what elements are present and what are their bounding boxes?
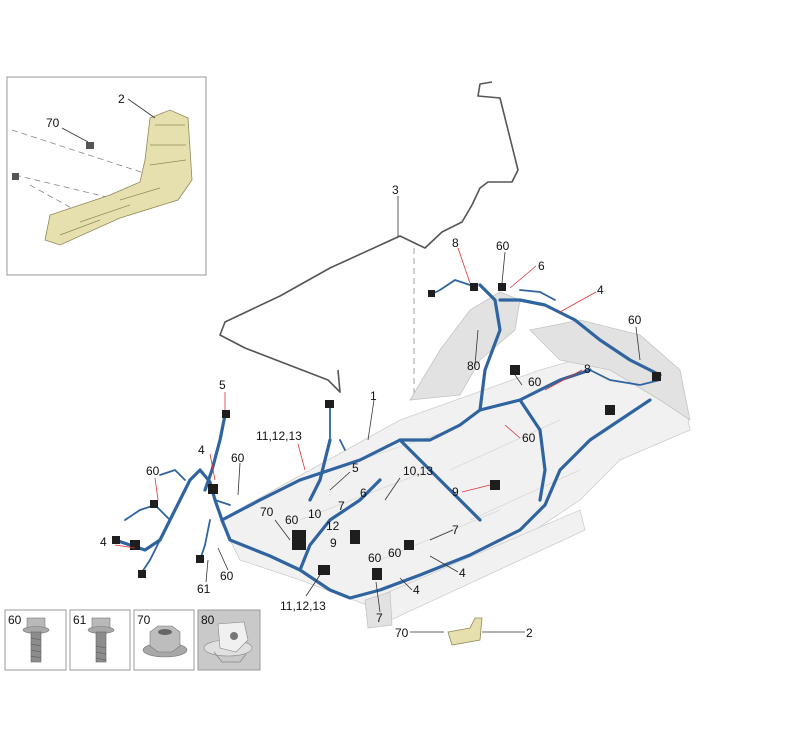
legend-item-61: 61 bbox=[69, 609, 131, 671]
callout-8: 8 bbox=[452, 236, 459, 250]
callout-60: 60 bbox=[388, 546, 402, 560]
callout-60: 60 bbox=[285, 513, 299, 527]
leader-lines bbox=[114, 247, 641, 633]
callout-6: 6 bbox=[538, 259, 545, 273]
callout-4: 4 bbox=[198, 443, 205, 457]
callout-60: 60 bbox=[528, 375, 542, 389]
callout-1: 1 bbox=[370, 389, 377, 403]
inset-panel: 70 2 bbox=[6, 76, 207, 276]
callout-8: 8 bbox=[584, 362, 591, 376]
nut-icon bbox=[142, 625, 188, 658]
callout-10-13: 10,13 bbox=[403, 464, 433, 478]
fastener-legend: 60 61 70 bbox=[4, 609, 261, 671]
clip-nut-icon bbox=[203, 621, 253, 663]
left-harness-bundle bbox=[113, 413, 231, 576]
vehicle-floor bbox=[219, 291, 691, 629]
callout-60: 60 bbox=[368, 551, 382, 565]
callout-60: 60 bbox=[522, 431, 536, 445]
callout-61: 61 bbox=[197, 582, 211, 596]
callout-60: 60 bbox=[146, 464, 160, 478]
callout-3: 3 bbox=[392, 183, 399, 197]
callout-60: 60 bbox=[220, 569, 234, 583]
antenna-cable bbox=[219, 81, 519, 393]
callout-6: 6 bbox=[360, 486, 367, 500]
legend-code: 80 bbox=[201, 613, 215, 627]
callout-4: 4 bbox=[413, 583, 420, 597]
callout-70: 70 bbox=[395, 626, 409, 640]
nut-icon bbox=[86, 142, 94, 149]
callout-4: 4 bbox=[459, 566, 466, 580]
legend-item-60: 60 bbox=[4, 609, 67, 671]
callout-4: 4 bbox=[100, 535, 107, 549]
callout-labels: 1 5 4 60 60 4 60 61 11,12,13 5 10,13 7 6… bbox=[100, 236, 642, 640]
legend-item-80: 80 bbox=[197, 609, 261, 671]
legend-code: 60 bbox=[8, 613, 22, 627]
legend-item-70: 70 bbox=[133, 609, 195, 671]
callout-11-12-13: 11,12,13 bbox=[256, 429, 302, 443]
callout-5: 5 bbox=[352, 461, 359, 475]
callout-70-inset: 70 bbox=[46, 116, 60, 130]
bolt-icon bbox=[87, 617, 115, 663]
callout-11-12-13: 11,12,13 bbox=[280, 599, 326, 613]
callout-12: 12 bbox=[326, 519, 340, 533]
callout-2-inset: 2 bbox=[118, 92, 125, 106]
callout-70: 70 bbox=[260, 505, 274, 519]
connectors bbox=[112, 283, 661, 580]
callout-7: 7 bbox=[452, 523, 459, 537]
callout-5: 5 bbox=[219, 378, 226, 392]
legend-code: 61 bbox=[73, 613, 87, 627]
bolt-flange-icon bbox=[22, 617, 50, 663]
callout-7: 7 bbox=[338, 499, 345, 513]
callout-4: 4 bbox=[597, 283, 604, 297]
lower-bracket-part bbox=[447, 617, 483, 646]
callout-80: 80 bbox=[467, 359, 481, 373]
nut-icon bbox=[12, 173, 19, 180]
legend-code: 70 bbox=[137, 613, 151, 627]
callout-60: 60 bbox=[628, 313, 642, 327]
callout-2: 2 bbox=[526, 626, 533, 640]
callout-10: 10 bbox=[308, 507, 322, 521]
main-harness bbox=[220, 279, 662, 600]
callout-9: 9 bbox=[330, 536, 337, 550]
callout-7: 7 bbox=[376, 611, 383, 625]
seat-bracket-part bbox=[44, 109, 193, 246]
callout-60: 60 bbox=[231, 451, 245, 465]
callout-60: 60 bbox=[496, 239, 510, 253]
callout-9: 9 bbox=[452, 485, 459, 499]
